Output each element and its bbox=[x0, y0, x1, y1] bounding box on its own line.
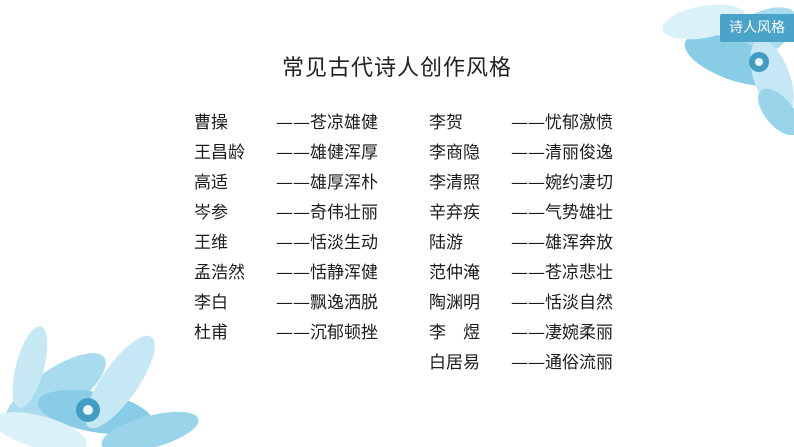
poet-style: ——忧郁激愤 bbox=[511, 113, 613, 133]
poet-name: 王昌龄 bbox=[194, 143, 245, 163]
poet-name: 王维 bbox=[194, 233, 228, 253]
poet-style: ——苍凉雄健 bbox=[276, 113, 378, 133]
list-item: 孟浩然 ——恬静浑健 bbox=[194, 258, 378, 288]
list-item: 王昌龄 ——雄健浑厚 bbox=[194, 138, 378, 168]
poet-name: 白居易 bbox=[429, 353, 480, 373]
list-item: 李商隐 ——清丽俊逸 bbox=[429, 138, 613, 168]
poet-name: 杜甫 bbox=[194, 323, 228, 343]
poet-name: 陶渊明 bbox=[429, 293, 480, 313]
list-item: 高适 ——雄厚浑朴 bbox=[194, 168, 378, 198]
left-poet-list: 曹操 ——苍凉雄健 王昌龄 ——雄健浑厚 高适 ——雄厚浑朴 岑参 ——奇伟壮丽 王维 —… bbox=[194, 108, 378, 348]
section-tag: 诗人风格 bbox=[720, 14, 794, 42]
poet-name: 辛弃疾 bbox=[429, 203, 480, 223]
poet-style: ——飘逸洒脱 bbox=[276, 293, 378, 313]
poet-style: ——气势雄壮 bbox=[511, 203, 613, 223]
page-title: 常见古代诗人创作风格 bbox=[281, 56, 512, 81]
poet-name: 李白 bbox=[194, 293, 228, 313]
poet-style: ——恬淡生动 bbox=[276, 233, 378, 253]
poet-style: ——奇伟壮丽 bbox=[276, 203, 378, 223]
list-item: 陶渊明 ——恬淡自然 bbox=[429, 288, 613, 318]
poet-style: ——雄健浑厚 bbox=[276, 143, 378, 163]
poet-style: ——通俗流丽 bbox=[511, 353, 613, 373]
list-item: 白居易 ——通俗流丽 bbox=[429, 348, 613, 378]
poet-name: 李清照 bbox=[429, 173, 480, 193]
poet-style: ——清丽俊逸 bbox=[511, 143, 613, 163]
poet-name: 李贺 bbox=[429, 113, 463, 133]
poet-name: 李商隐 bbox=[429, 143, 480, 163]
list-item: 辛弃疾 ——气势雄壮 bbox=[429, 198, 613, 228]
poet-style: ——沉郁顿挫 bbox=[276, 323, 378, 343]
list-item: 范仲淹 ——苍凉悲壮 bbox=[429, 258, 613, 288]
poet-style: ——雄浑奔放 bbox=[511, 233, 613, 253]
poet-style: ——苍凉悲壮 bbox=[511, 263, 613, 283]
poet-style: ——雄厚浑朴 bbox=[276, 173, 378, 193]
blue-flower-decoration-icon bbox=[0, 326, 199, 447]
poet-name: 孟浩然 bbox=[194, 263, 245, 283]
list-item: 岑参 ——奇伟壮丽 bbox=[194, 198, 378, 228]
list-item: 曹操 ——苍凉雄健 bbox=[194, 108, 378, 138]
poet-style: ——恬静浑健 bbox=[276, 263, 378, 283]
list-item: 李 煜 ——凄婉柔丽 bbox=[429, 318, 613, 348]
poet-name: 范仲淹 bbox=[429, 263, 480, 283]
poet-name: 曹操 bbox=[194, 113, 228, 133]
poet-style: ——恬淡自然 bbox=[511, 293, 613, 313]
poet-style: ——婉约凄切 bbox=[511, 173, 613, 193]
poet-name: 陆游 bbox=[429, 233, 463, 253]
right-poet-list: 李贺 ——忧郁激愤 李商隐 ——清丽俊逸 李清照 ——婉约凄切 辛弃疾 ——气势雄壮 陆… bbox=[429, 108, 613, 378]
list-item: 王维 ——恬淡生动 bbox=[194, 228, 378, 258]
poet-style: ——凄婉柔丽 bbox=[511, 323, 613, 343]
list-item: 李清照 ——婉约凄切 bbox=[429, 168, 613, 198]
poet-name: 岑参 bbox=[194, 203, 228, 223]
list-item: 李贺 ——忧郁激愤 bbox=[429, 108, 613, 138]
poet-name: 李 煜 bbox=[429, 323, 480, 343]
list-item: 陆游 ——雄浑奔放 bbox=[429, 228, 613, 258]
list-item: 李白 ——飘逸洒脱 bbox=[194, 288, 378, 318]
poet-name: 高适 bbox=[194, 173, 228, 193]
list-item: 杜甫 ——沉郁顿挫 bbox=[194, 318, 378, 348]
